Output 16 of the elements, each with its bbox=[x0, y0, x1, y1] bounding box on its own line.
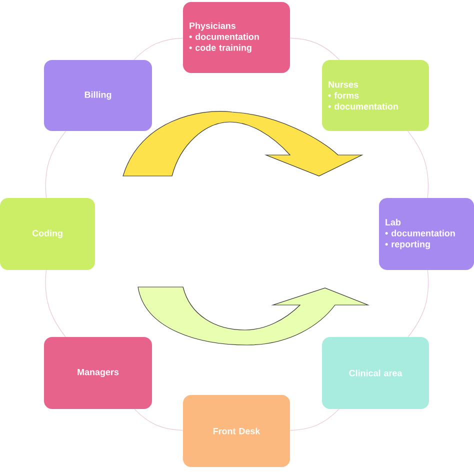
process-box: Billing bbox=[44, 60, 152, 131]
process-box: Coding bbox=[0, 198, 95, 270]
connector-arc bbox=[408, 270, 429, 338]
process-box: Front Desk bbox=[183, 395, 290, 467]
process-box: Physicians • documentation • code training bbox=[183, 2, 290, 73]
connector-arc bbox=[134, 408, 184, 431]
connector-arc bbox=[290, 408, 340, 431]
process-box: Nurses • forms • documentation bbox=[322, 60, 429, 131]
process-box: Managers bbox=[44, 337, 152, 409]
connector-arc bbox=[45, 130, 66, 198]
connector-arc bbox=[134, 38, 184, 60]
connector-arc bbox=[408, 130, 429, 198]
process-box: Lab • documentation • reporting bbox=[379, 198, 474, 270]
connector-arc bbox=[290, 38, 340, 60]
connector-arc bbox=[45, 270, 66, 338]
process-box: Clinical area bbox=[322, 337, 429, 409]
